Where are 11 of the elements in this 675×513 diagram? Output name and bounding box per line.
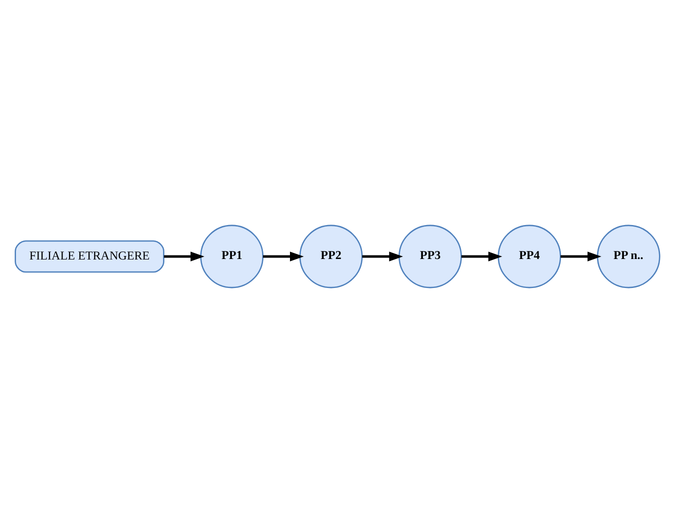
node-circle: PP3 xyxy=(398,224,462,288)
node-circle: PP1 xyxy=(200,224,264,288)
arrow xyxy=(560,252,602,262)
arrow xyxy=(164,252,204,262)
node-circle: PP2 xyxy=(299,224,363,288)
node-box: FILIALE ETRANGERE xyxy=(14,240,164,273)
arrow xyxy=(362,252,403,262)
arrow xyxy=(263,252,304,262)
arrow xyxy=(461,252,502,262)
node-circle: PP4 xyxy=(498,224,562,288)
node-circle: PP n.. xyxy=(596,224,660,288)
